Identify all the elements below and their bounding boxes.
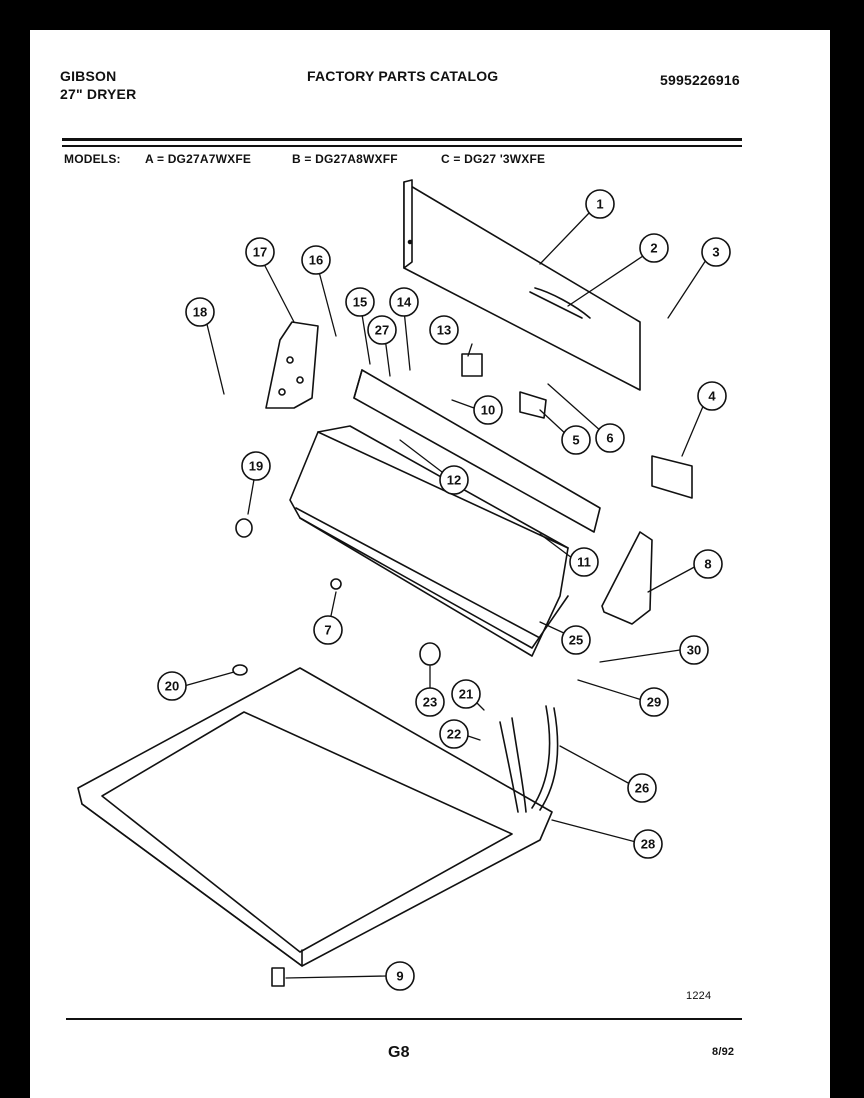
part-9: [271, 967, 285, 987]
rear-panel: [403, 179, 641, 391]
console-front: [289, 425, 569, 657]
callout-8: [693, 549, 723, 579]
callout-16-label: 16: [309, 253, 323, 268]
brand-label: GIBSON: [60, 68, 117, 84]
callout-9-label: 9: [396, 969, 403, 984]
callout-13-label: 13: [437, 323, 451, 338]
callout-5-label: 5: [572, 433, 579, 448]
wire-harness: [499, 705, 559, 813]
callout-29-label: 29: [647, 695, 661, 710]
callout-13: [429, 315, 459, 345]
callout-25-label: 25: [569, 633, 583, 648]
callout-20-label: 20: [165, 679, 179, 694]
left-end-cap: [265, 321, 319, 409]
callout-11: [569, 547, 599, 577]
footer-rule: [66, 1018, 742, 1020]
print-date: 8/92: [712, 1046, 735, 1058]
knob-part: [235, 518, 253, 538]
callout-22-label: 22: [447, 727, 461, 742]
callout-22: [439, 719, 469, 749]
callout-26-label: 26: [635, 781, 649, 796]
callout-30: [679, 635, 709, 665]
callout-9: [385, 961, 415, 991]
figure-number: 1224: [686, 990, 712, 1002]
callout-19: [241, 451, 271, 481]
callout-7-label: 7: [324, 623, 331, 638]
callout-18-label: 18: [193, 305, 207, 320]
callout-14: [389, 287, 419, 317]
callout-2: [639, 233, 669, 263]
header-rule-top: [62, 138, 742, 141]
switch-part: [519, 391, 547, 419]
model-a: A = DG27A7WXFE: [145, 152, 252, 166]
callout-12: [439, 465, 469, 495]
models-label: MODELS:: [64, 152, 121, 166]
part-20: [232, 664, 248, 676]
callout-27: [367, 315, 397, 345]
callout-15: [345, 287, 375, 317]
callout-25: [561, 625, 591, 655]
callout-1-label: 1: [596, 197, 603, 212]
catalog-number: 5995226916: [660, 72, 740, 88]
callout-10-label: 10: [481, 403, 495, 418]
callout-2-label: 2: [650, 241, 657, 256]
callout-8-label: 8: [704, 557, 711, 572]
callout-12-label: 12: [447, 473, 461, 488]
callout-29: [639, 687, 669, 717]
callout-21: [451, 679, 481, 709]
product-label: 27" DRYER: [60, 86, 137, 102]
callout-3-label: 3: [712, 245, 719, 260]
callout-20: [157, 671, 187, 701]
console-trim: [353, 369, 601, 533]
model-b: B = DG27A8WXFF: [292, 152, 398, 166]
callout-6: [595, 423, 625, 453]
callout-4: [697, 381, 727, 411]
catalog-title: FACTORY PARTS CATALOG: [307, 68, 499, 84]
page-code: G8: [388, 1044, 410, 1061]
callout-26: [627, 773, 657, 803]
callout-17: [245, 237, 275, 267]
header-rule-bottom: [62, 145, 742, 147]
part-23: [419, 642, 441, 666]
callout-18: [185, 297, 215, 327]
callout-6-label: 6: [606, 431, 613, 446]
callout-15-label: 15: [353, 295, 367, 310]
callout-21-label: 21: [459, 687, 473, 702]
model-c: C = DG27 '3WXFE: [441, 152, 546, 166]
callout-28-label: 28: [641, 837, 655, 852]
callout-17-label: 17: [253, 245, 267, 260]
callout-23: [415, 687, 445, 717]
callout-28: [633, 829, 663, 859]
callout-14-label: 14: [397, 295, 412, 310]
callout-4-label: 4: [708, 389, 716, 404]
dryer-top: [77, 667, 553, 967]
callout-27-label: 27: [375, 323, 389, 338]
timer-part: [461, 353, 483, 377]
callout-7: [313, 615, 343, 645]
callout-3: [701, 237, 731, 267]
callout-16: [301, 245, 331, 275]
right-end-cap: [601, 531, 653, 625]
callout-5: [561, 425, 591, 455]
callout-19-label: 19: [249, 459, 263, 474]
callout-1: [585, 189, 615, 219]
small-part-7: [330, 578, 342, 590]
callout-11-label: 11: [577, 555, 591, 570]
callout-30-label: 30: [687, 643, 701, 658]
callout-10: [473, 395, 503, 425]
callout-23-label: 23: [423, 695, 437, 710]
timer-knob-part: [651, 455, 693, 499]
